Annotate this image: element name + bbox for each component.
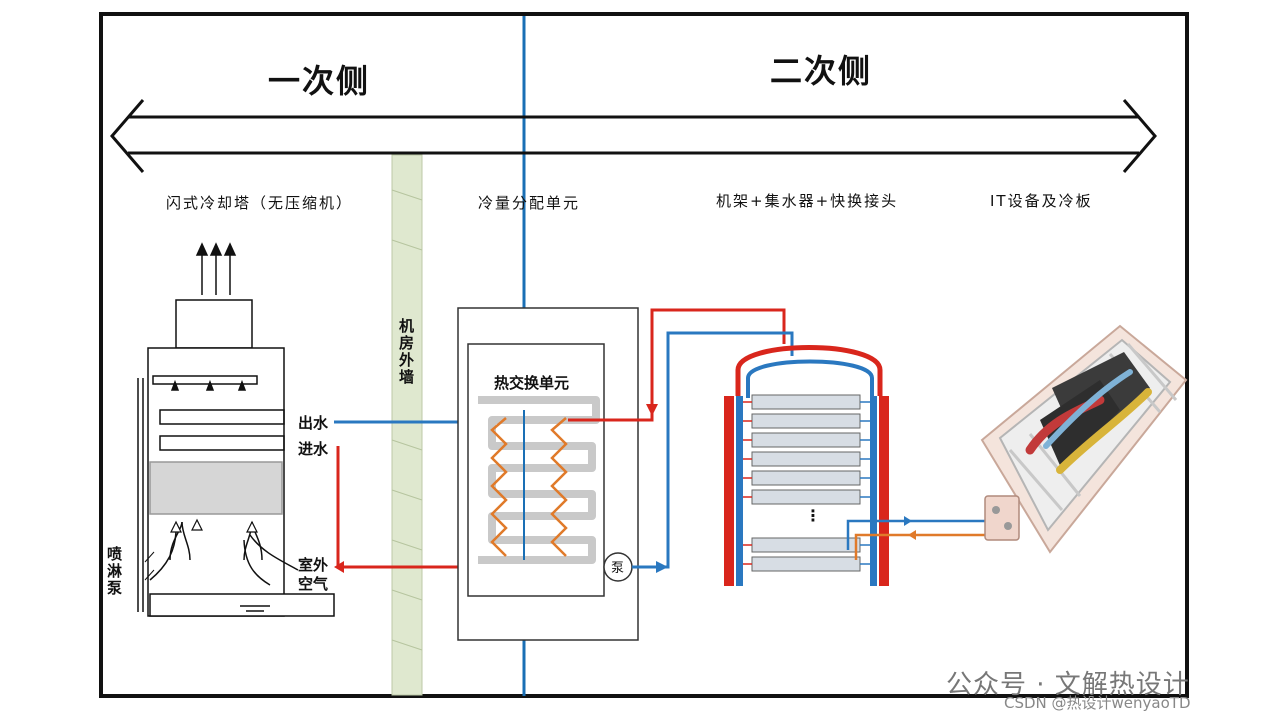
cdu-label: 冷量分配单元 [478,194,581,212]
rack-ellipsis: ⋮ [805,506,821,525]
rack-label: 机架+集水器+快换接头 [716,192,899,210]
cdu-cold-arrow [656,561,668,573]
wall-texture [391,189,423,651]
it-label: IT设备及冷板 [990,192,1093,210]
pump-label: 泵 [611,561,625,576]
cooling-tower-label: 闪式冷却塔（无压缩机） [166,194,354,212]
air-arrowhead-2 [246,520,258,533]
it-cold-plate-assembly [980,324,1188,554]
spray-pump-label: 喷淋泵 [105,546,123,597]
hx-zigzag-left [490,417,508,557]
wall-label: 机房外墙 [397,318,415,386]
secondary-side-title: 二次侧 [770,52,873,90]
hx-zigzag-right [550,417,568,557]
rack-it-cold-line [846,519,990,550]
rack-it-cold-arrow [904,516,912,526]
watermark-sub: CSDN @热设计wenyaoTD [1004,694,1191,712]
watermark-main: 公众号 · 文解热设计 [946,670,1190,700]
rack-server-tubes [743,401,870,565]
cooling-tower [137,242,335,617]
air-arrowhead-3 [191,518,203,531]
return-arrow [334,561,344,573]
double-arrow [110,99,1157,173]
wall-strip [391,154,423,696]
heat-exchanger-label: 热交换单元 [494,374,570,392]
hx-coil [478,396,600,564]
outlet-label: 出水 [298,414,329,432]
rack-it-hot-line [854,533,990,560]
primary-side-title: 一次侧 [268,62,371,100]
inlet-label: 进水 [298,440,329,458]
diagram-frame [99,12,1189,698]
air-arrowhead-1 [170,520,182,533]
cdu-hot-arrow [646,404,658,416]
rack-servers [751,394,861,572]
rack-manifolds [724,345,889,586]
cdu-hot-line [568,308,786,422]
rack-it-hot-arrow [908,530,916,540]
outdoor-air-label: 室外空气 [298,556,329,593]
cdu-cold-line [632,331,794,569]
